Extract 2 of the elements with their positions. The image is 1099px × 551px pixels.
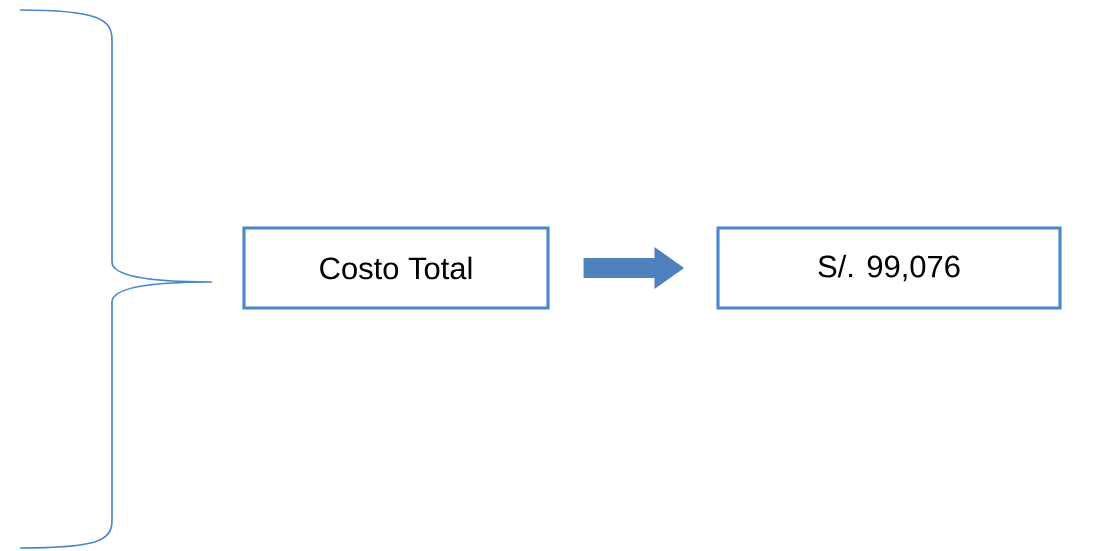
text-box: Costo Total [242, 226, 550, 310]
text-box: S/. 99,076 [716, 226, 1062, 310]
